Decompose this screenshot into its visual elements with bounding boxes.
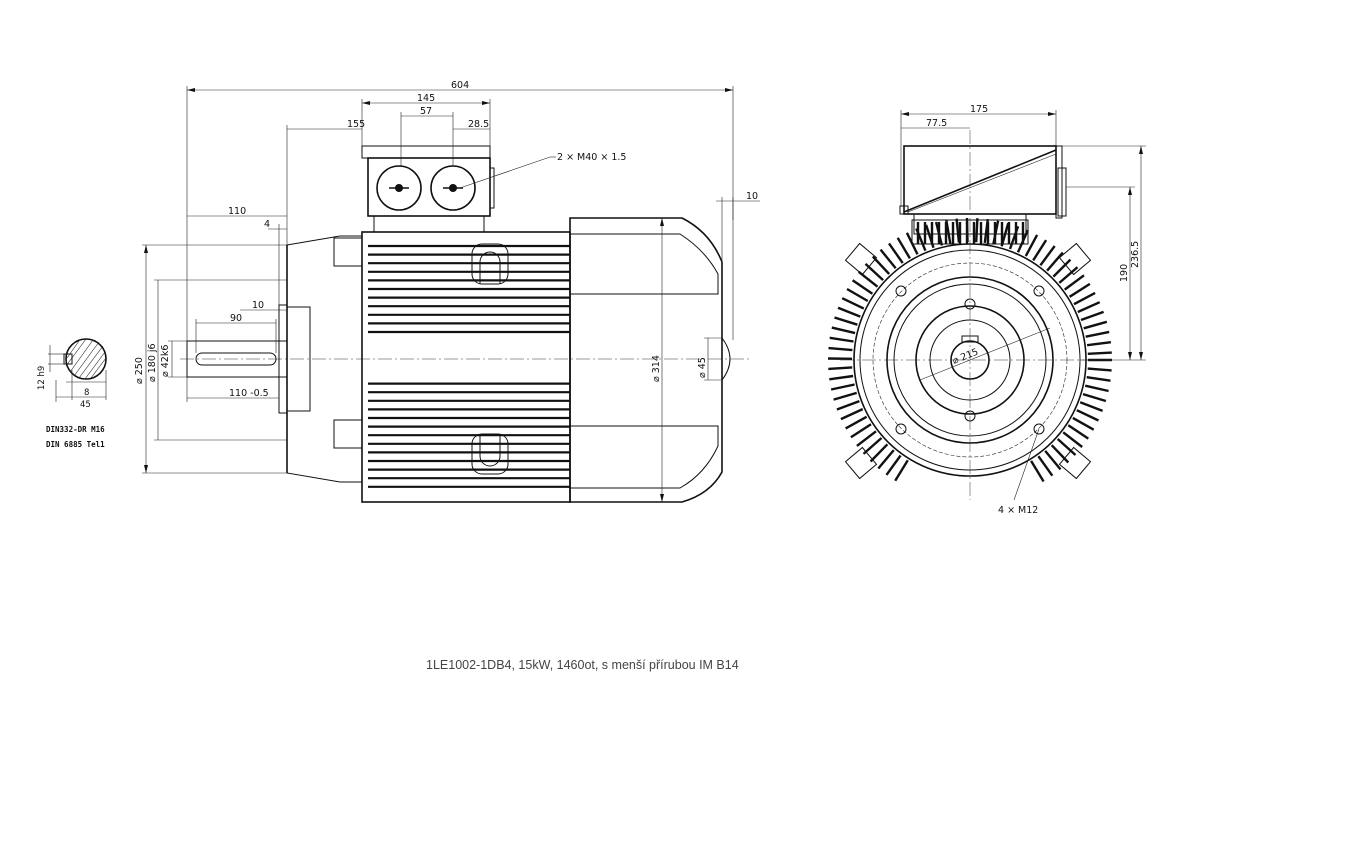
cable-glands-label: 2 × M40 × 1.5	[557, 152, 626, 163]
dia-314-dim: ⌀ 314	[651, 355, 662, 382]
lifting-lugs	[844, 242, 1092, 480]
center-hole-note: DIN332-DR M16	[46, 425, 105, 434]
cooling-fins	[368, 244, 570, 488]
shaft-height-label: 45	[80, 400, 91, 410]
lifting-eye-top	[471, 243, 509, 285]
flange-step-dim: 4	[264, 219, 270, 230]
dia-250-dim: ⌀ 250	[134, 357, 145, 384]
front-box-offset-dim: 77.5	[926, 118, 947, 129]
shaft-length-dim: 110	[228, 206, 246, 217]
shaft-section-view: 12 h9 8 45 DIN332-DR M16 DIN 6885 Tel1	[37, 338, 107, 449]
key-depth-label: 8	[84, 388, 89, 398]
pcd-dim: ⌀ 215	[951, 347, 980, 367]
dia-45-dim: ⌀ 45	[697, 357, 708, 378]
key-standard-note: DIN 6885 Tel1	[46, 440, 105, 449]
drawing-caption: 1LE1002-1DB4, 15kW, 1460ot, s menší přír…	[426, 658, 739, 672]
front-box-width-dim: 175	[970, 104, 988, 115]
height-236-dim: 236.5	[1130, 241, 1141, 268]
rear-bump-dim: 10	[746, 191, 758, 202]
shaft-tolerance-dim: 110 -0.5	[229, 388, 269, 399]
overall-length-dim: 604	[451, 80, 469, 91]
side-view: 604 145 57 28.5 155 110 4 10 90 110 -0.5…	[134, 80, 760, 503]
front-view: 175 77.5 190 236.5 ⌀ 215 4 × M12	[827, 104, 1146, 516]
front-terminal-box	[899, 145, 1067, 235]
box-width-dim: 145	[417, 93, 435, 104]
height-190-dim: 190	[1119, 264, 1130, 282]
gland-spacing-dim: 57	[420, 106, 432, 117]
mounting-holes-label: 4 × M12	[998, 505, 1038, 516]
dia-180-dim: ⌀ 180 j6	[147, 343, 158, 382]
box-position-dim: 155	[347, 119, 365, 130]
key-offset-dim: 10	[252, 300, 264, 311]
key-width-label: 12 h9	[37, 366, 47, 390]
key-length-dim: 90	[230, 313, 242, 324]
gland-offset-dim: 28.5	[468, 119, 489, 130]
dia-42-dim: ⌀ 42k6	[160, 345, 171, 377]
lifting-eye-bottom	[471, 433, 509, 475]
terminal-box	[361, 145, 495, 233]
